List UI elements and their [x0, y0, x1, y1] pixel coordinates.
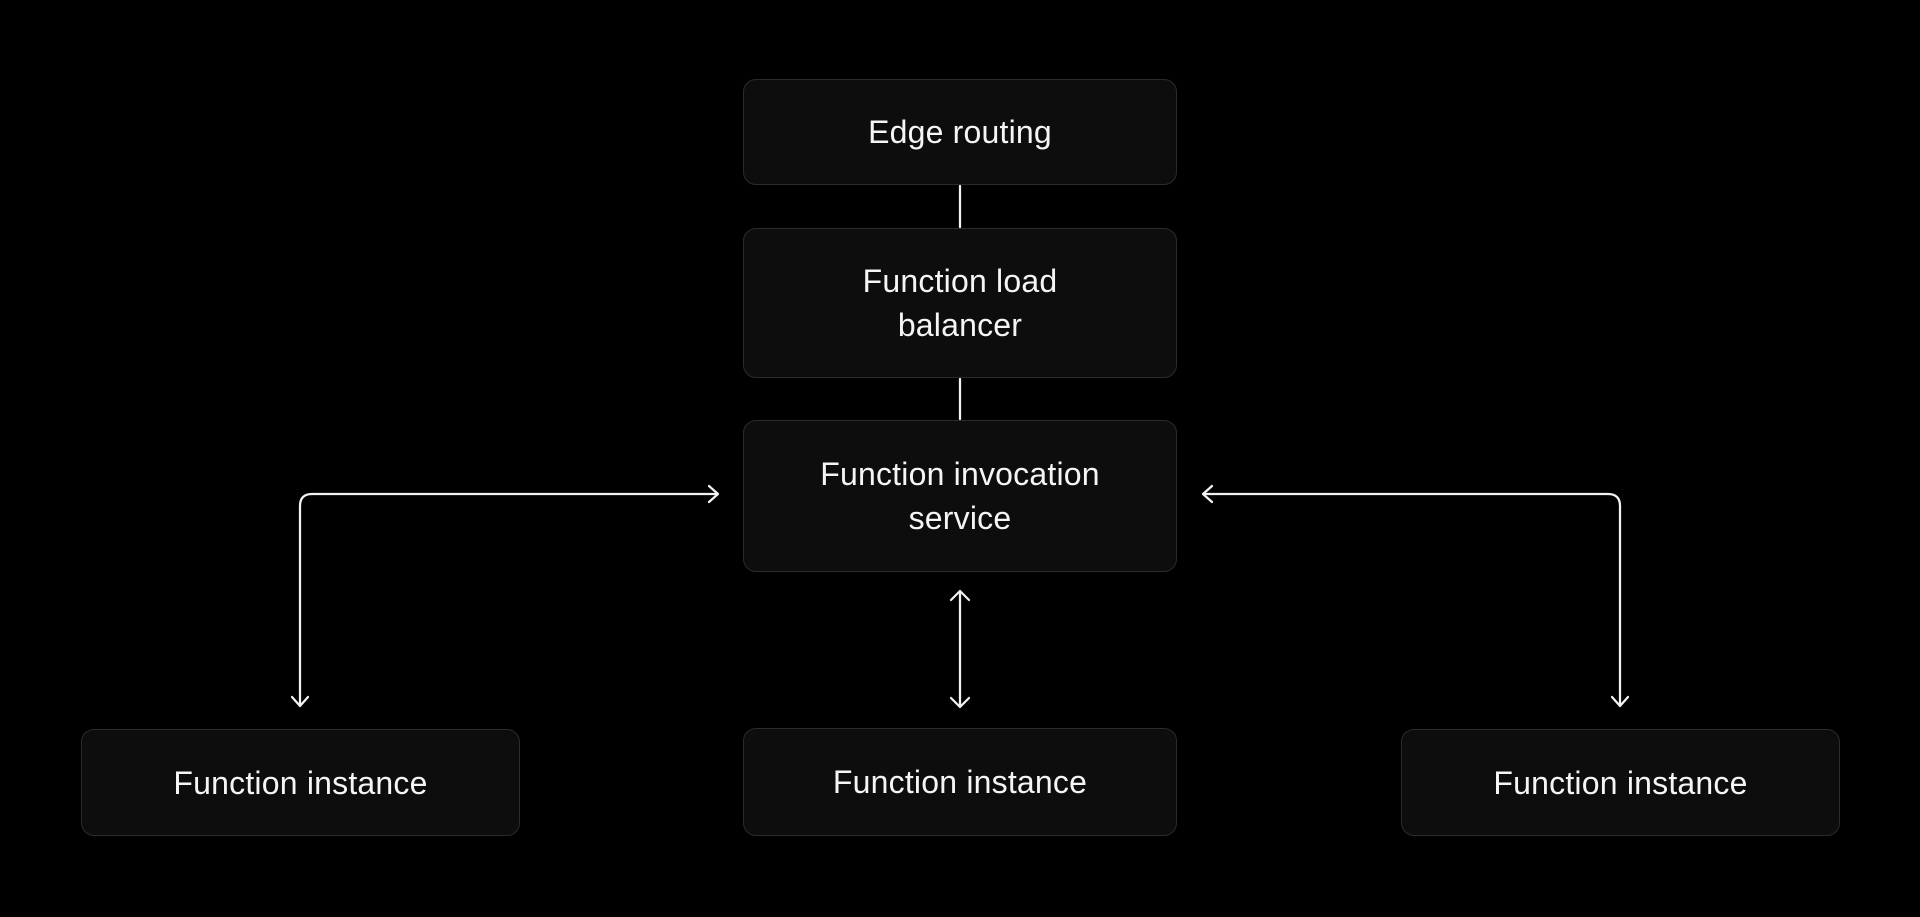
arrowhead-down-icon	[290, 695, 310, 708]
arrowhead-right-icon	[707, 484, 720, 504]
node-function-load-balancer: Function load balancer	[743, 228, 1177, 378]
node-label: Function instance	[832, 764, 1088, 800]
node-function-instance-right: Function instance	[1401, 729, 1840, 836]
node-function-invocation-service: Function invocation service	[743, 420, 1177, 572]
node-label: Function instance	[1493, 764, 1748, 801]
arrowhead-down-icon	[949, 696, 971, 709]
arrowhead-left-icon	[1201, 484, 1214, 504]
node-edge-routing: Edge routing	[743, 79, 1177, 185]
connector-left-instance-to-service	[298, 492, 719, 707]
arrowhead-up-icon	[949, 589, 971, 602]
node-label: Function load balancer	[862, 263, 1058, 343]
connector-right-instance-to-service	[1202, 492, 1622, 707]
node-function-instance-middle: Function instance	[743, 728, 1177, 836]
node-function-instance-left: Function instance	[81, 729, 520, 836]
node-label: Edge routing	[868, 114, 1052, 150]
node-label: Function invocation service	[820, 456, 1100, 536]
node-label: Function instance	[173, 764, 428, 801]
arrowhead-down-icon	[1610, 695, 1630, 708]
